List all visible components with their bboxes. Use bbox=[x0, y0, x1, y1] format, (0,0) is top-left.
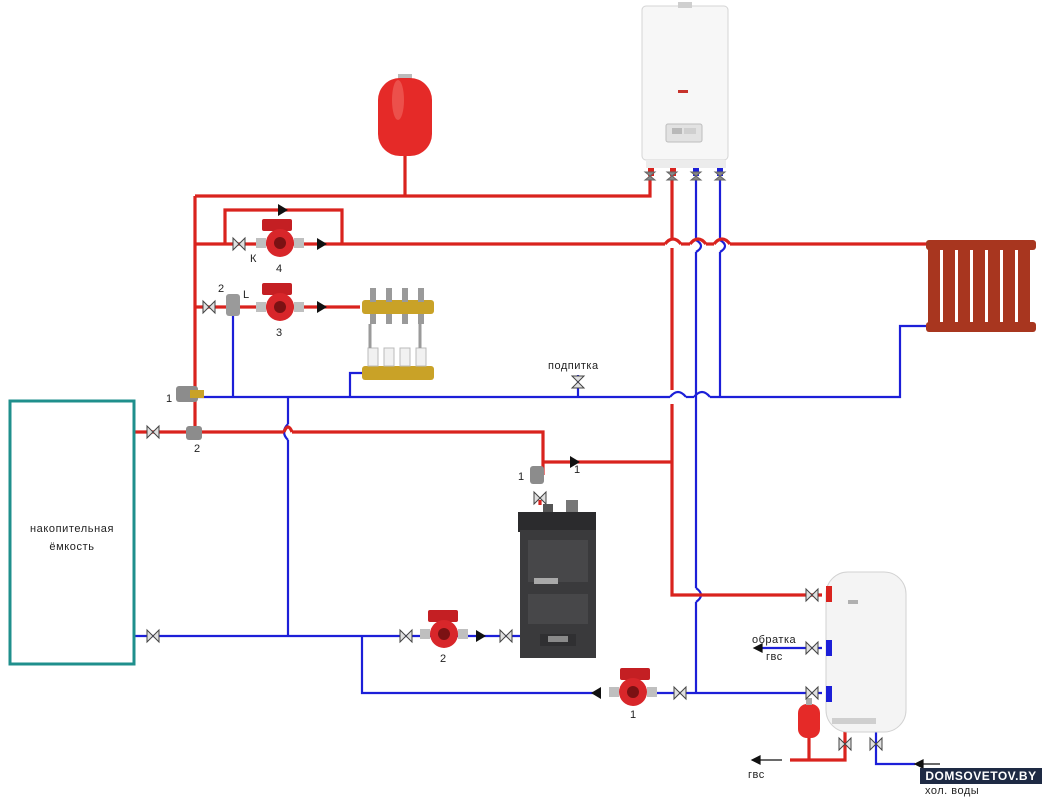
valve-2-number: 2 bbox=[218, 283, 224, 295]
storage-tank-label-2: ёмкость bbox=[49, 541, 94, 553]
pump-2-number: 2 bbox=[440, 653, 446, 665]
cold-water-label: хол. воды bbox=[925, 785, 979, 797]
dhw-out-label: гвс bbox=[748, 769, 765, 781]
boiler-valves bbox=[643, 171, 727, 181]
check-valve-icon bbox=[278, 204, 601, 699]
flow-arrows bbox=[750, 643, 940, 769]
pump-4-number: 4 bbox=[276, 263, 282, 275]
valve-k-label: К bbox=[250, 253, 257, 265]
radiator-icon bbox=[926, 240, 1036, 332]
three-way-left-bottom-number: 2 bbox=[194, 443, 200, 455]
makeup-label: подпитка bbox=[548, 360, 599, 372]
valve-boiler-out-number: 1 bbox=[574, 464, 580, 476]
pump-1-number: 1 bbox=[630, 709, 636, 721]
pump-2 bbox=[420, 610, 468, 648]
circulation-pump-icon bbox=[256, 219, 657, 706]
expansion-tank-icon bbox=[378, 74, 432, 156]
supply-pipes bbox=[135, 155, 930, 762]
gas-boiler-icon bbox=[641, 2, 729, 176]
expansion-tank-dhw-icon bbox=[798, 698, 820, 760]
pump-1 bbox=[609, 668, 657, 706]
ball-valve-icon bbox=[146, 236, 883, 752]
storage-tank-label-1: накопительная bbox=[30, 523, 114, 535]
labels: подпитка обратка гвс гвс хол. воды 4 К 2… bbox=[166, 253, 979, 797]
watermark-text: DOMSOVETOV.BY bbox=[925, 769, 1036, 783]
three-way-left-top-number: 1 bbox=[166, 393, 172, 405]
watermark: DOMSOVETOV.BY bbox=[920, 768, 1042, 784]
dhw-return-label-1: обратка bbox=[752, 634, 797, 646]
three-way-valve-icon bbox=[176, 294, 544, 484]
dhw-return-label-2: гвс bbox=[766, 651, 783, 663]
valve-l-label: L bbox=[243, 289, 249, 301]
manifold-icon bbox=[362, 288, 434, 380]
water-heater-icon bbox=[825, 571, 907, 733]
pump-3-number: 3 bbox=[276, 327, 282, 339]
solid-fuel-boiler-icon bbox=[518, 500, 596, 658]
storage-tank: накопительная ёмкость bbox=[8, 399, 136, 666]
pump-4 bbox=[256, 219, 304, 257]
pump-3 bbox=[256, 283, 304, 321]
three-way-boiler-number: 1 bbox=[518, 471, 524, 483]
